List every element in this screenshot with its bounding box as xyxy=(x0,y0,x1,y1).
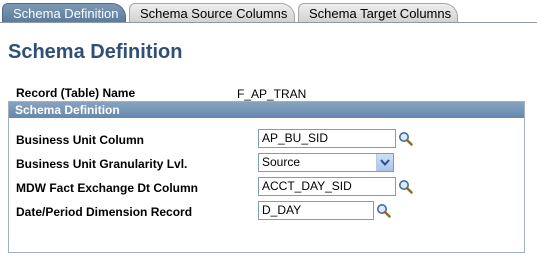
tab-schema-target-columns[interactable]: Schema Target Columns xyxy=(298,3,458,22)
business-unit-column-input[interactable]: AP_BU_SID xyxy=(258,129,396,148)
tab-schema-source-columns[interactable]: Schema Source Columns xyxy=(129,3,295,22)
period-dimension-record-input[interactable]: D_DAY xyxy=(258,201,374,220)
tab-bar: Schema Definition Schema Source Columns … xyxy=(0,0,537,24)
tab-underline xyxy=(0,22,537,23)
record-name-value: F_AP_TRAN xyxy=(237,87,307,101)
granularity-selected-value: Source xyxy=(262,155,301,169)
exchange-dt-lookup-icon[interactable] xyxy=(398,179,413,194)
tab-schema-definition[interactable]: Schema Definition xyxy=(2,3,126,23)
period-dimension-record-label: Date/Period Dimension Record xyxy=(16,205,193,219)
schema-definition-groupbox: Schema Definition xyxy=(8,101,525,253)
groupbox-header: Schema Definition xyxy=(9,102,524,118)
exchange-dt-column-label: MDW Fact Exchange Dt Column xyxy=(16,181,199,195)
business-unit-column-label: Business Unit Column xyxy=(16,133,145,147)
record-name-label: Record (Table) Name xyxy=(16,86,136,100)
period-dimension-lookup-icon[interactable] xyxy=(376,203,391,218)
granularity-select[interactable]: Source xyxy=(258,153,394,172)
business-unit-lookup-icon[interactable] xyxy=(398,131,413,146)
page-title: Schema Definition xyxy=(8,41,183,63)
exchange-dt-column-input[interactable]: ACCT_DAY_SID xyxy=(258,177,396,196)
chevron-down-icon[interactable] xyxy=(376,154,393,171)
granularity-label: Business Unit Granularity Lvl. xyxy=(16,157,188,171)
